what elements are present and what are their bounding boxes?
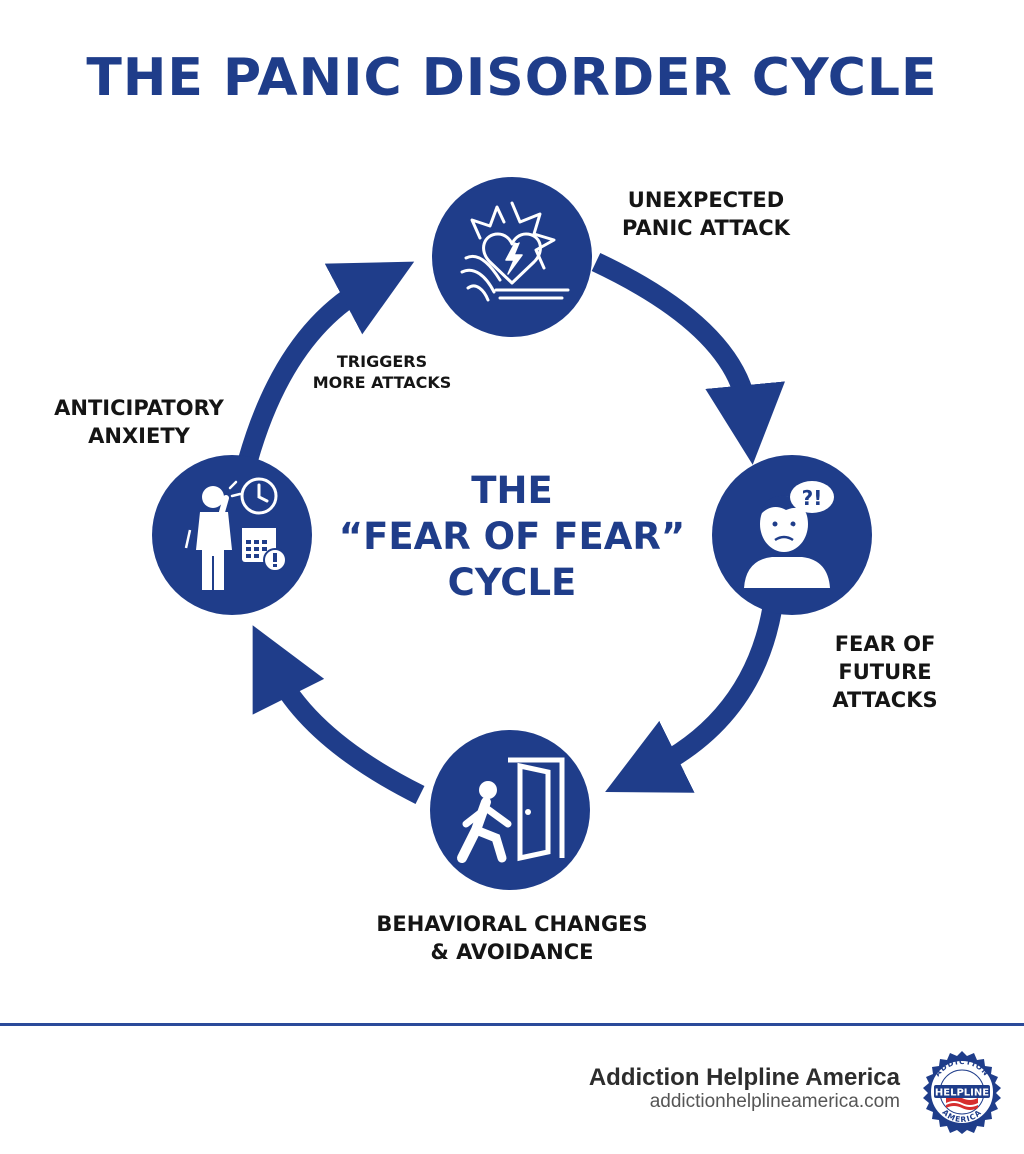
label-fear-of-future-attacks: FEAR OF FUTURE ATTACKS	[832, 632, 938, 712]
anxious-person-calendar-icon	[184, 477, 287, 590]
walking-exit-icon	[457, 757, 565, 863]
footer-divider	[0, 1023, 1024, 1026]
svg-text:HELPLINE: HELPLINE	[935, 1088, 989, 1099]
arrow-left-to-top	[238, 261, 415, 463]
arrow-bottom-to-left	[252, 625, 425, 804]
node-circle-left	[152, 455, 312, 615]
helpline-seal-logo: ADDICTION AMERICA HELPLINE	[923, 1051, 1001, 1134]
label-behavioral-changes-avoidance: BEHAVIORAL CHANGES & AVOIDANCE	[376, 912, 648, 964]
label-anticipatory-anxiety: ANTICIPATORY ANXIETY	[54, 396, 224, 448]
cycle-diagram: ?!	[152, 177, 872, 890]
label-unexpected-panic-attack: UNEXPECTED PANIC ATTACK	[622, 188, 790, 240]
heart-lightning-icon	[460, 201, 570, 302]
center-title: THE “FEAR OF FEAR” CYCLE	[338, 469, 686, 604]
brand-name: Addiction Helpline America	[588, 1064, 900, 1091]
page-title: THE PANIC DISORDER CYCLE	[86, 48, 938, 108]
label-triggers-more-attacks: TRIGGERS MORE ATTACKS	[312, 352, 452, 392]
arrow-top-to-right	[591, 252, 785, 465]
arrow-right-to-bottom	[605, 608, 782, 793]
worried-person-icon: ?!	[744, 481, 834, 588]
svg-text:?!: ?!	[802, 486, 823, 510]
node-circle-bottom	[430, 730, 590, 890]
brand-url: addictionhelplineamerica.com	[649, 1091, 900, 1112]
